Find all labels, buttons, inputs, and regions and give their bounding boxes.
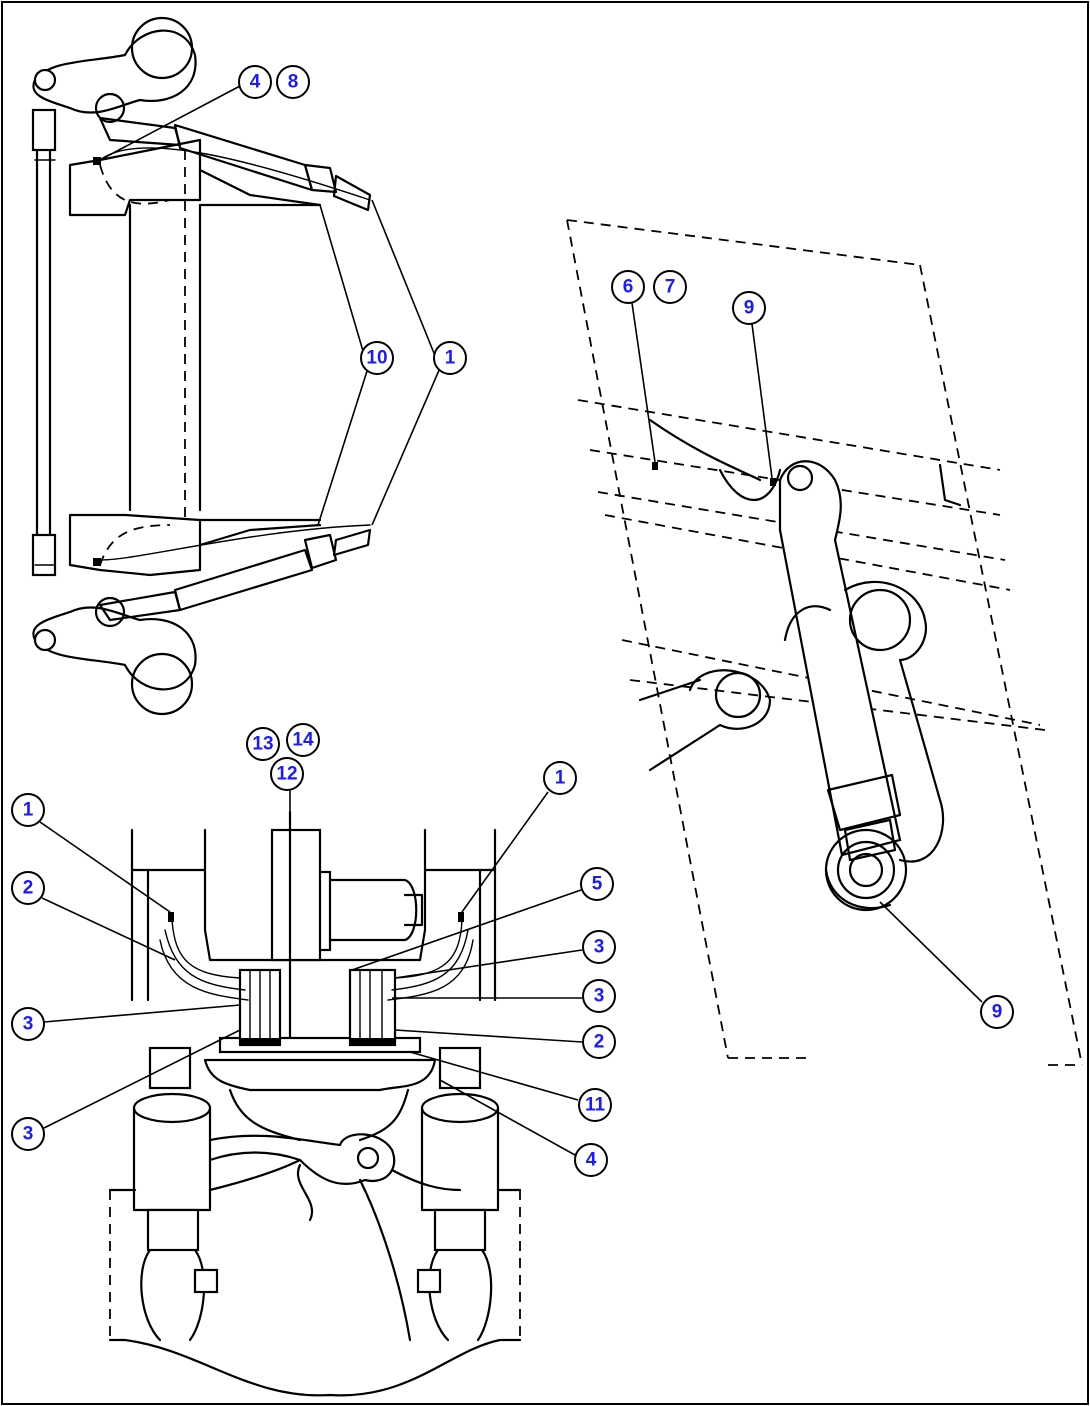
callout-3-right-a: 3 <box>582 930 616 964</box>
left-strut <box>132 1046 219 1342</box>
callout-number: 3 <box>23 1014 34 1035</box>
callout-circle <box>582 979 616 1013</box>
callout-8-top: 8 <box>276 65 310 99</box>
callout-circle <box>543 761 577 795</box>
right-strut <box>416 1046 500 1342</box>
callout-number: 7 <box>665 277 676 298</box>
callout-circle <box>580 867 614 901</box>
callout-3-left-b: 3 <box>11 1117 45 1151</box>
callout-number: 3 <box>594 937 605 958</box>
callout-13: 13 <box>246 727 280 761</box>
callout-circle <box>246 727 280 761</box>
callout-circle <box>578 1088 612 1122</box>
bottom-left-view <box>108 810 522 1397</box>
callout-number: 2 <box>23 878 34 899</box>
tie-rod <box>31 108 57 577</box>
callout-number: 5 <box>592 874 603 895</box>
callout-circle <box>433 341 467 375</box>
callout-circle <box>653 270 687 304</box>
callout-9-upper: 9 <box>732 291 766 325</box>
callout-number: 11 <box>585 1095 606 1116</box>
axle-housing <box>68 138 322 577</box>
callout-4-bottom: 4 <box>574 1143 608 1177</box>
callout-1-right: 1 <box>543 761 577 795</box>
callout-circle <box>980 995 1014 1029</box>
callout-number: 9 <box>744 298 755 319</box>
callout-number: 2 <box>594 1032 605 1053</box>
callout-circle <box>286 723 320 757</box>
upper-steering-cylinder <box>98 116 372 212</box>
callout-9-lower: 9 <box>980 995 1014 1029</box>
callout-12: 12 <box>270 757 304 791</box>
callout-number: 8 <box>288 72 299 93</box>
callout-number: 3 <box>23 1124 34 1145</box>
callout-number: 12 <box>276 764 297 785</box>
pivot-pump <box>270 828 424 962</box>
right-cylinder <box>778 460 908 912</box>
callout-circle <box>276 65 310 99</box>
right-mount <box>783 580 945 863</box>
callout-circle <box>238 65 272 99</box>
right-view <box>566 219 1083 1066</box>
lower-knuckle <box>32 596 197 716</box>
callout-circle <box>11 1007 45 1041</box>
callout-number: 13 <box>252 734 273 755</box>
callout-4-top: 4 <box>238 65 272 99</box>
callout-2-right: 2 <box>582 1025 616 1059</box>
callout-10: 10 <box>360 341 394 375</box>
right-lower-bracket <box>638 669 772 772</box>
callout-5: 5 <box>580 867 614 901</box>
callout-circle <box>11 871 45 905</box>
callout-3-right-b: 3 <box>582 979 616 1013</box>
callout-1-top: 1 <box>433 341 467 375</box>
callout-number: 6 <box>623 277 634 298</box>
callout-circle <box>360 341 394 375</box>
callout-11: 11 <box>578 1088 612 1122</box>
callout-circle <box>611 270 645 304</box>
callout-2-left: 2 <box>11 871 45 905</box>
callout-6: 6 <box>611 270 645 304</box>
callout-number: 4 <box>250 72 261 93</box>
leader-lines <box>39 85 983 1156</box>
callout-number: 9 <box>992 1002 1003 1023</box>
right-grease-block <box>348 968 397 1047</box>
lower-steering-cylinder <box>98 528 372 622</box>
callout-number: 14 <box>292 730 314 751</box>
callout-circle <box>582 930 616 964</box>
upper-knuckle <box>32 16 197 124</box>
callout-circle <box>11 1117 45 1151</box>
callout-circle <box>574 1143 608 1177</box>
left-grease-block <box>238 968 282 1047</box>
callout-3-left-a: 3 <box>11 1007 45 1041</box>
callout-14: 14 <box>286 723 320 757</box>
callout-circle <box>582 1025 616 1059</box>
top-left-view <box>31 16 372 716</box>
callout-circle <box>11 793 45 827</box>
callout-number: 10 <box>366 348 387 369</box>
callout-number: 1 <box>555 768 566 789</box>
callout-circle <box>732 291 766 325</box>
callout-circle <box>270 757 304 791</box>
callout-7: 7 <box>653 270 687 304</box>
callout-1-left: 1 <box>11 793 45 827</box>
a-frame <box>208 1088 462 1342</box>
callout-number: 1 <box>23 800 34 821</box>
callout-number: 4 <box>586 1150 597 1171</box>
callout-number: 3 <box>594 986 605 1007</box>
callout-number: 1 <box>445 348 456 369</box>
